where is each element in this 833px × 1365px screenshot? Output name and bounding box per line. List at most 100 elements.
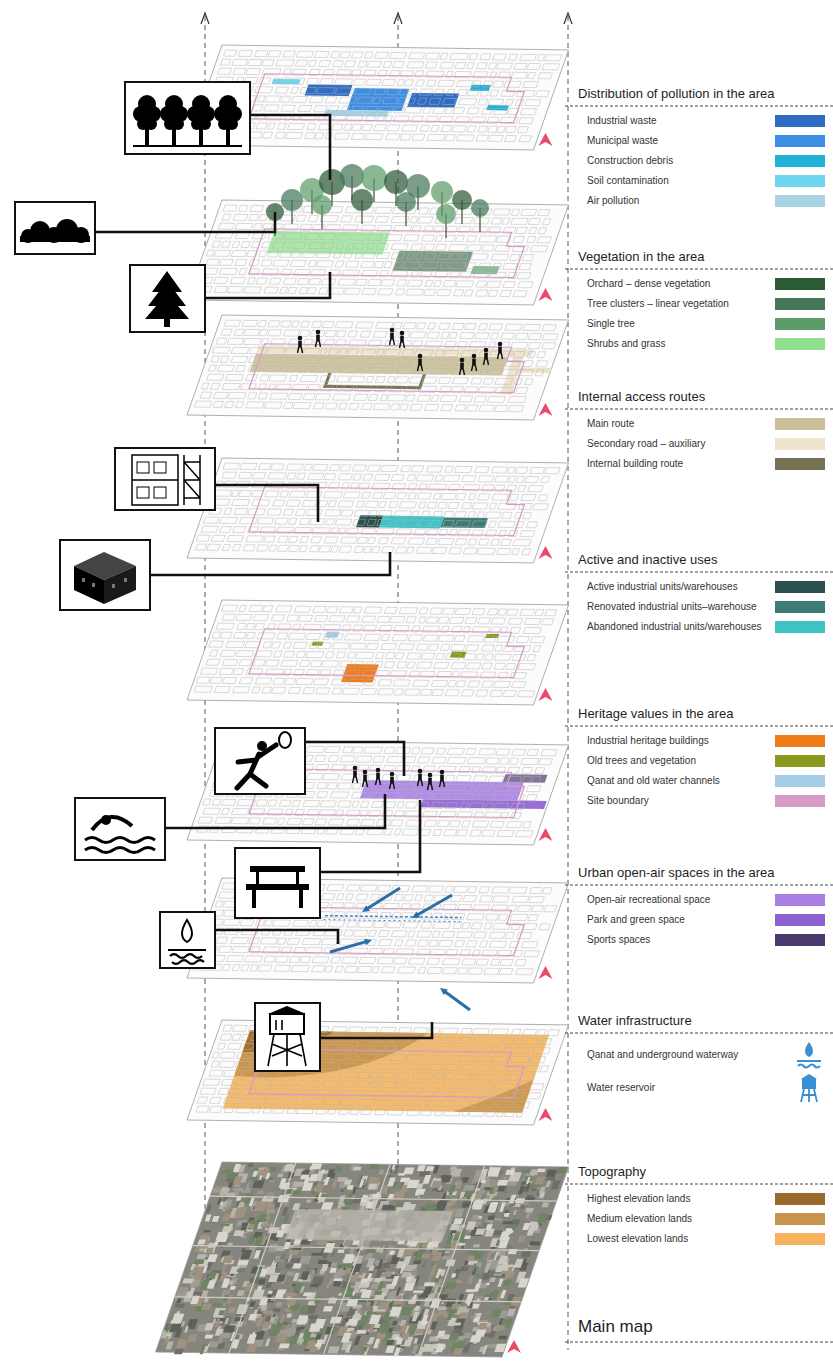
tree-canopy — [384, 170, 408, 194]
map-layer — [187, 200, 569, 305]
person-figure — [418, 769, 423, 786]
tennis-player-icon — [237, 732, 291, 788]
building-grid — [193, 320, 562, 412]
legend-swatch — [775, 298, 825, 310]
legend-swatch — [775, 914, 825, 926]
reservoir-symbol — [801, 1089, 817, 1102]
person-figure — [316, 330, 321, 347]
legend-item-text: Orchard – dense vegetation — [587, 278, 710, 290]
legend-swatch — [775, 755, 825, 767]
flow-arrow — [444, 991, 470, 1010]
leader-line — [165, 794, 385, 828]
legend-heading: Vegetation in the area — [578, 249, 705, 265]
legend-item-text: Tree clusters – linear vegetation — [587, 298, 729, 310]
icon-box — [125, 82, 250, 154]
satellite-texture — [159, 1162, 569, 1358]
legend-item-text: Abandoned industrial units/warehouses — [587, 621, 762, 633]
building-grid — [193, 463, 561, 555]
legend-item-text: Park and green space — [587, 914, 685, 926]
qanat-icon — [168, 920, 206, 964]
layer-sheet — [187, 1020, 569, 1125]
legend-swatch — [775, 775, 825, 787]
icon-box — [160, 912, 215, 968]
person-figure — [418, 354, 423, 371]
flow-arrowhead — [362, 905, 370, 912]
person-figure — [460, 358, 465, 375]
tree-canopy — [436, 204, 456, 224]
tree-canopy — [361, 165, 387, 191]
legend-heading: Urban open-air spaces in the area — [578, 865, 775, 881]
legend-item-text: Industrial heritage buildings — [587, 735, 709, 747]
person-figure — [363, 770, 368, 787]
icon-box — [235, 848, 320, 918]
leader-line — [215, 930, 338, 944]
building-block-icon — [74, 552, 136, 604]
legend-item-text: Air pollution — [587, 195, 639, 207]
layer-sheet — [187, 315, 569, 420]
legend-item-text: Site boundary — [587, 795, 649, 807]
icon-box — [15, 202, 95, 254]
legend-separator — [565, 1184, 833, 1185]
map-layer — [187, 315, 569, 420]
site-roofs — [285, 1209, 453, 1242]
orientation-marker — [539, 133, 553, 146]
map-area — [486, 105, 509, 110]
orientation-marker — [539, 828, 553, 841]
building-grid — [193, 605, 563, 697]
legend-heading: Active and inactive uses — [578, 552, 717, 568]
shrubs-icon — [20, 219, 90, 243]
orientation-marker — [507, 1340, 521, 1353]
map-layer — [187, 458, 569, 563]
legend-swatch — [775, 175, 825, 187]
flow-arrowhead — [364, 939, 372, 946]
legend-item-text: Secondary road – auxiliary — [587, 438, 705, 450]
bench-icon — [246, 866, 309, 908]
icon-box — [215, 728, 305, 794]
legend-item-text: Open-air recreational space — [587, 894, 710, 906]
orientation-marker — [539, 966, 553, 979]
map-layer — [155, 1162, 569, 1359]
reservoir-symbol — [801, 1074, 817, 1079]
person-figure — [376, 768, 381, 785]
legend-icon — [794, 1040, 824, 1070]
map-layer — [187, 600, 569, 705]
legend-separator — [565, 885, 833, 886]
legend-swatch — [775, 1193, 825, 1205]
tree-canopy — [312, 195, 332, 215]
person-figure — [390, 772, 395, 789]
legend-separator — [565, 1342, 833, 1343]
legend-item-text: Soil contamination — [587, 175, 669, 187]
satellite-texture — [157, 1162, 570, 1358]
tree-canopy — [396, 192, 416, 212]
leader-line — [215, 485, 318, 522]
legend-item-text: Water reservoir — [587, 1082, 655, 1094]
map-layer — [187, 1020, 569, 1125]
icon-box — [75, 798, 165, 860]
legend-item-text: Single tree — [587, 318, 635, 330]
legend-heading: Distribution of pollution in the area — [578, 86, 775, 102]
satellite-texture — [156, 1164, 566, 1356]
legend-item-text: Medium elevation lands — [587, 1213, 692, 1225]
legend-separator — [565, 409, 833, 410]
legend-separator — [565, 726, 833, 727]
legend-swatch — [775, 115, 825, 127]
axis-arrowhead — [201, 13, 209, 24]
tree-canopy — [431, 181, 453, 203]
legend-swatch — [775, 934, 825, 946]
qanat-channel — [324, 920, 461, 922]
person-figure — [298, 336, 303, 353]
legend-swatch — [775, 795, 825, 807]
fir-tree-icon — [145, 271, 189, 327]
map-area — [325, 632, 340, 638]
axis-arrowhead — [394, 13, 402, 24]
leader-line — [95, 212, 275, 232]
qanat-symbol — [797, 1061, 821, 1068]
warehouse-structure-icon — [132, 455, 200, 505]
leader-line — [320, 800, 420, 872]
legend-swatch — [775, 581, 825, 593]
person-figure — [498, 342, 503, 359]
legend-item-text: Highest elevation lands — [587, 1193, 690, 1205]
tree-canopy — [471, 199, 489, 217]
orientation-marker — [539, 546, 553, 559]
leader-line — [305, 742, 404, 776]
